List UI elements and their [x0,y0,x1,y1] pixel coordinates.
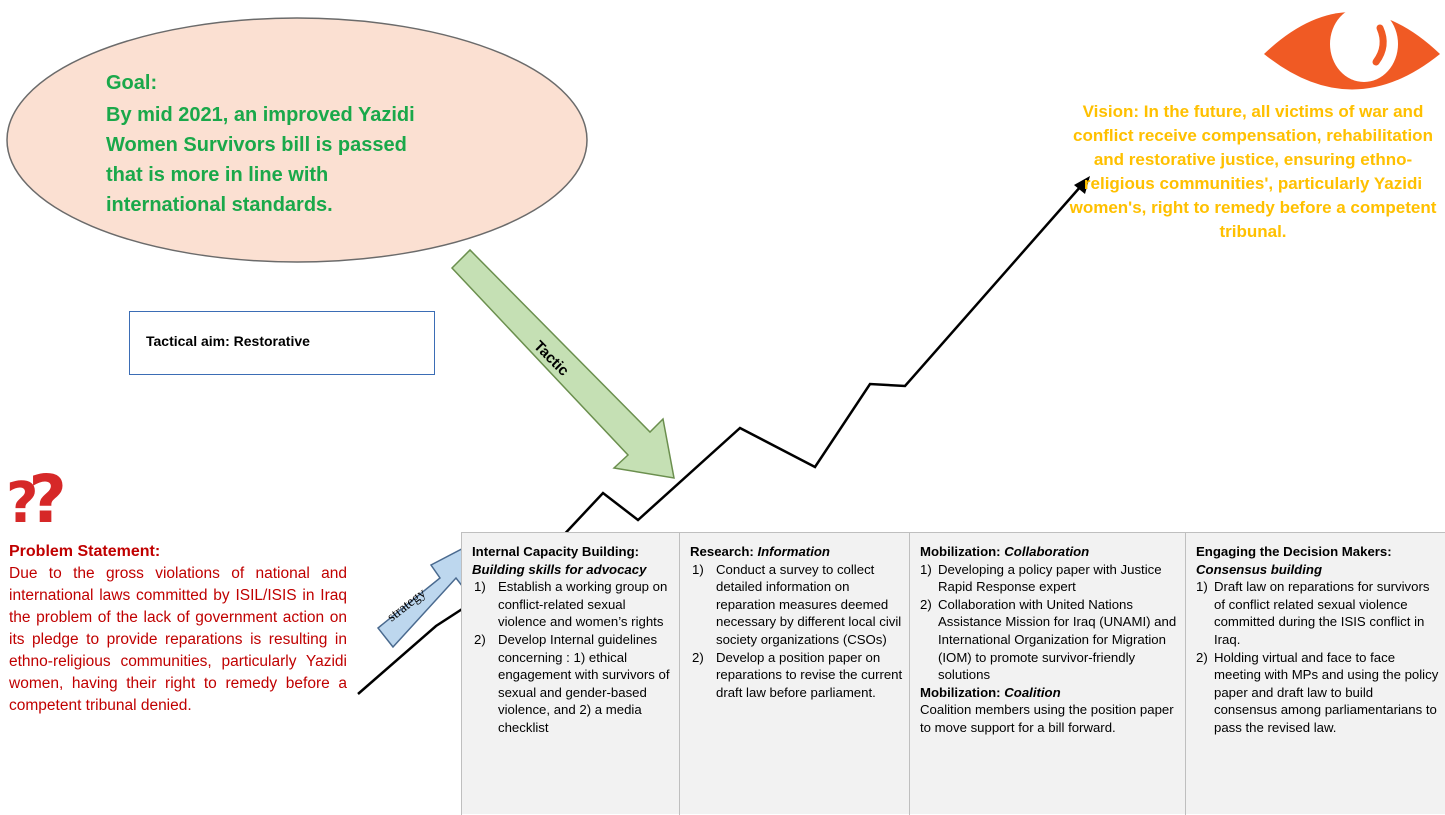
column-heading: Research: Information [690,544,830,559]
column-list: 1)Conduct a survey to collect detailed i… [690,561,903,702]
goal-line-2: Women Survivors bill is passed [106,134,407,156]
goal-ellipse [6,17,588,263]
list-item: 2)Develop Internal guidelines concerning… [474,631,670,735]
column-heading: Engaging the Decision Makers:Consensus b… [1196,544,1392,577]
column-list: 1)Establish a working group on conflict-… [472,578,673,736]
column-heading: Internal Capacity Building:Building skil… [472,544,647,577]
strategy-table: Internal Capacity Building:Building skil… [461,532,1445,815]
strategy-arrow [376,538,481,649]
problem-statement: Problem Statement: Due to the gross viol… [9,541,347,717]
goal-line-4: international standards. [106,194,333,216]
progress-arrowhead [1074,176,1090,194]
column-subsection-text: Coalition members using the position pap… [920,702,1174,735]
column-decision-makers: Engaging the Decision Makers:Consensus b… [1185,533,1445,815]
list-item: 1)Draft law on reparations for survivors… [1196,579,1430,647]
eye-icon [1262,0,1442,100]
list-item: 1)Establish a working group on conflict-… [474,579,668,630]
question-marks-icon: ?? [6,461,67,538]
column-heading: Mobilization: Collaboration [920,544,1090,559]
goal-line-3: that is more in line with [106,164,329,186]
column-mobilization: Mobilization: Collaboration 1)Developing… [909,533,1185,815]
list-item: 2)Collaboration with United Nations Assi… [920,596,1177,683]
list-item: 2)Holding virtual and face to face meeti… [1196,649,1439,735]
column-research: Research: Information 1)Conduct a survey… [679,533,909,815]
problem-body: Due to the gross violations of national … [9,565,347,714]
tactic-arrow [450,248,675,479]
tactical-aim-box: Tactical aim: Restorative [129,311,435,375]
problem-title: Problem Statement: [9,543,161,560]
list-item: 1)Developing a policy paper with Justice… [920,561,1162,595]
column-capacity-building: Internal Capacity Building:Building skil… [461,533,679,815]
list-item: 2)Develop a position paper on reparation… [692,649,903,700]
tactical-aim-label: Tactical aim: Restorative [146,333,310,349]
goal-line-1: By mid 2021, an improved Yazidi [106,104,415,126]
column-list: 1)Developing a policy paper with Justice… [920,561,1179,684]
goal-title: Goal: [106,72,158,94]
goal-text: Goal: By mid 2021, an improved Yazidi Wo… [106,68,526,220]
column-list: 1)Draft law on reparations for survivors… [1196,578,1439,736]
column-subsection-heading: Mobilization: Coalition [920,684,1061,700]
list-item: 1)Conduct a survey to collect detailed i… [692,561,902,647]
vision-statement: Vision: In the future, all victims of wa… [1069,102,1437,241]
